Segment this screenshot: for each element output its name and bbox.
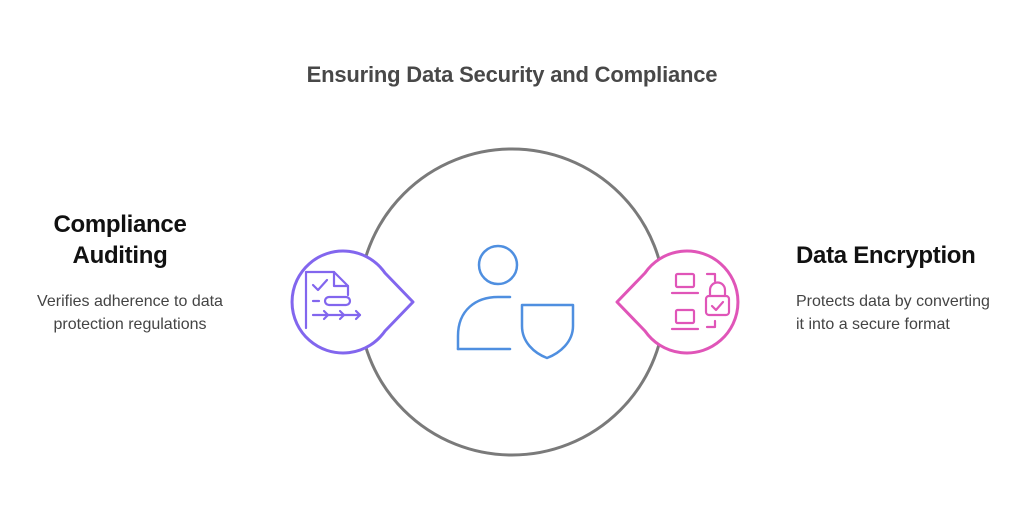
right-description: Protects data by converting it into a se… [796,293,990,333]
user-shield-icon [456,244,575,360]
right-heading: Data Encryption [796,242,976,269]
laptops-lock-icon [670,272,731,331]
left-description: Verifies adherence to data protection re… [37,293,223,333]
right-bubble [615,249,740,355]
left-heading: Compliance Auditing [53,211,187,269]
left-bubble [290,249,415,355]
checklist-document-icon [304,270,362,330]
diagram-title: Ensuring Data Security and Compliance [306,62,718,87]
